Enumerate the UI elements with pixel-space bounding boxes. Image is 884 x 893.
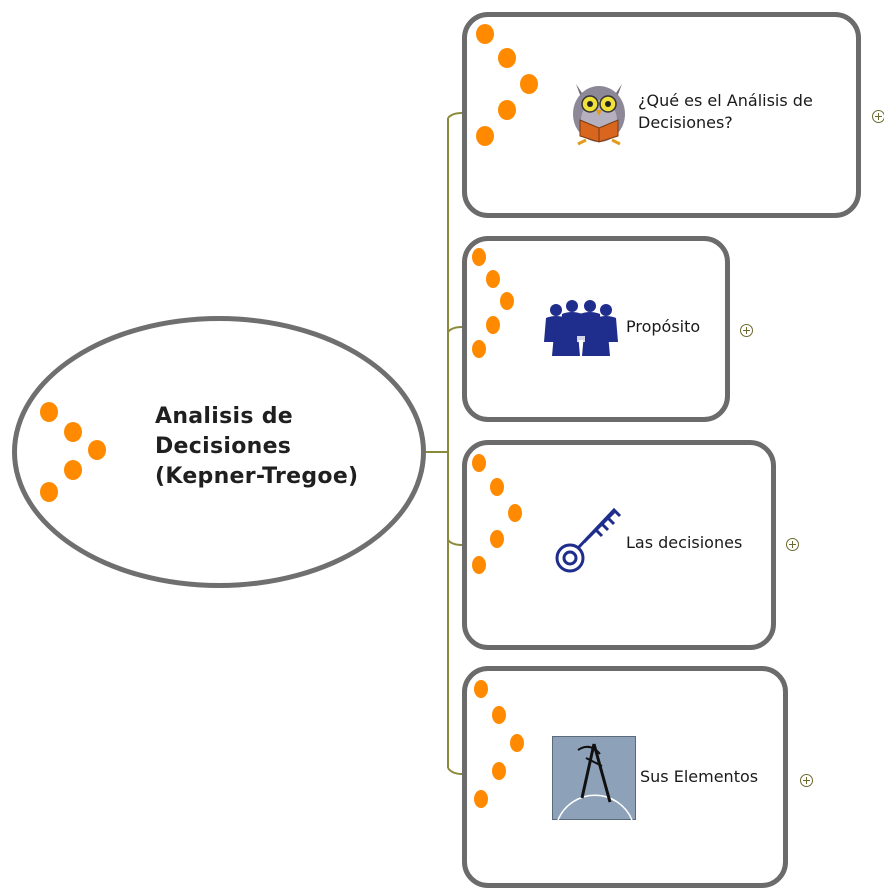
accent-dot	[472, 340, 486, 358]
accent-dot	[500, 292, 514, 310]
branch-node-1[interactable]	[462, 12, 861, 218]
branch-connector-4	[447, 767, 463, 775]
accent-dot	[88, 440, 106, 460]
accent-dot	[492, 762, 506, 780]
compass-drawing-icon	[552, 736, 636, 820]
accent-dot	[472, 454, 486, 472]
accent-dot	[492, 706, 506, 724]
people-group-icon	[544, 300, 618, 356]
branch-label-4: Sus Elementos	[640, 767, 759, 786]
accent-dot	[498, 48, 516, 68]
branch-connector-2	[447, 326, 463, 333]
accent-dot	[472, 556, 486, 574]
accent-dot	[64, 422, 82, 442]
accent-dot	[508, 504, 522, 522]
accent-dot	[510, 734, 524, 752]
branch-connector-3	[447, 539, 463, 546]
expand-button-1[interactable]	[872, 110, 884, 123]
expand-button-4[interactable]	[800, 774, 813, 787]
accent-dot	[476, 126, 494, 146]
accent-dot	[520, 74, 538, 94]
accent-dot	[486, 270, 500, 288]
accent-dot	[486, 316, 500, 334]
accent-dot	[64, 460, 82, 480]
owl-reading-icon	[573, 84, 625, 146]
root-title: Analisis de Decisiones (Kepner-Tregoe)	[155, 404, 359, 489]
root-topic[interactable]	[12, 316, 426, 588]
key-icon	[555, 507, 622, 573]
accent-dot	[472, 248, 486, 266]
accent-dot	[490, 478, 504, 496]
expand-button-2[interactable]	[740, 324, 753, 337]
expand-button-3[interactable]	[786, 538, 799, 551]
accent-dot	[40, 402, 58, 422]
branch-label-1: ¿Qué es el Análisis de Decisiones?	[638, 91, 813, 132]
branch-label-3: Las decisiones	[626, 533, 743, 552]
branch-node-3[interactable]	[462, 440, 776, 650]
accent-dot	[474, 680, 488, 698]
branch-label-2: Propósito	[626, 317, 701, 336]
accent-dot	[474, 790, 488, 808]
accent-dot	[490, 530, 504, 548]
accent-dot	[476, 24, 494, 44]
accent-dot	[498, 100, 516, 120]
branch-connector-1	[447, 112, 463, 119]
accent-dot	[40, 482, 58, 502]
